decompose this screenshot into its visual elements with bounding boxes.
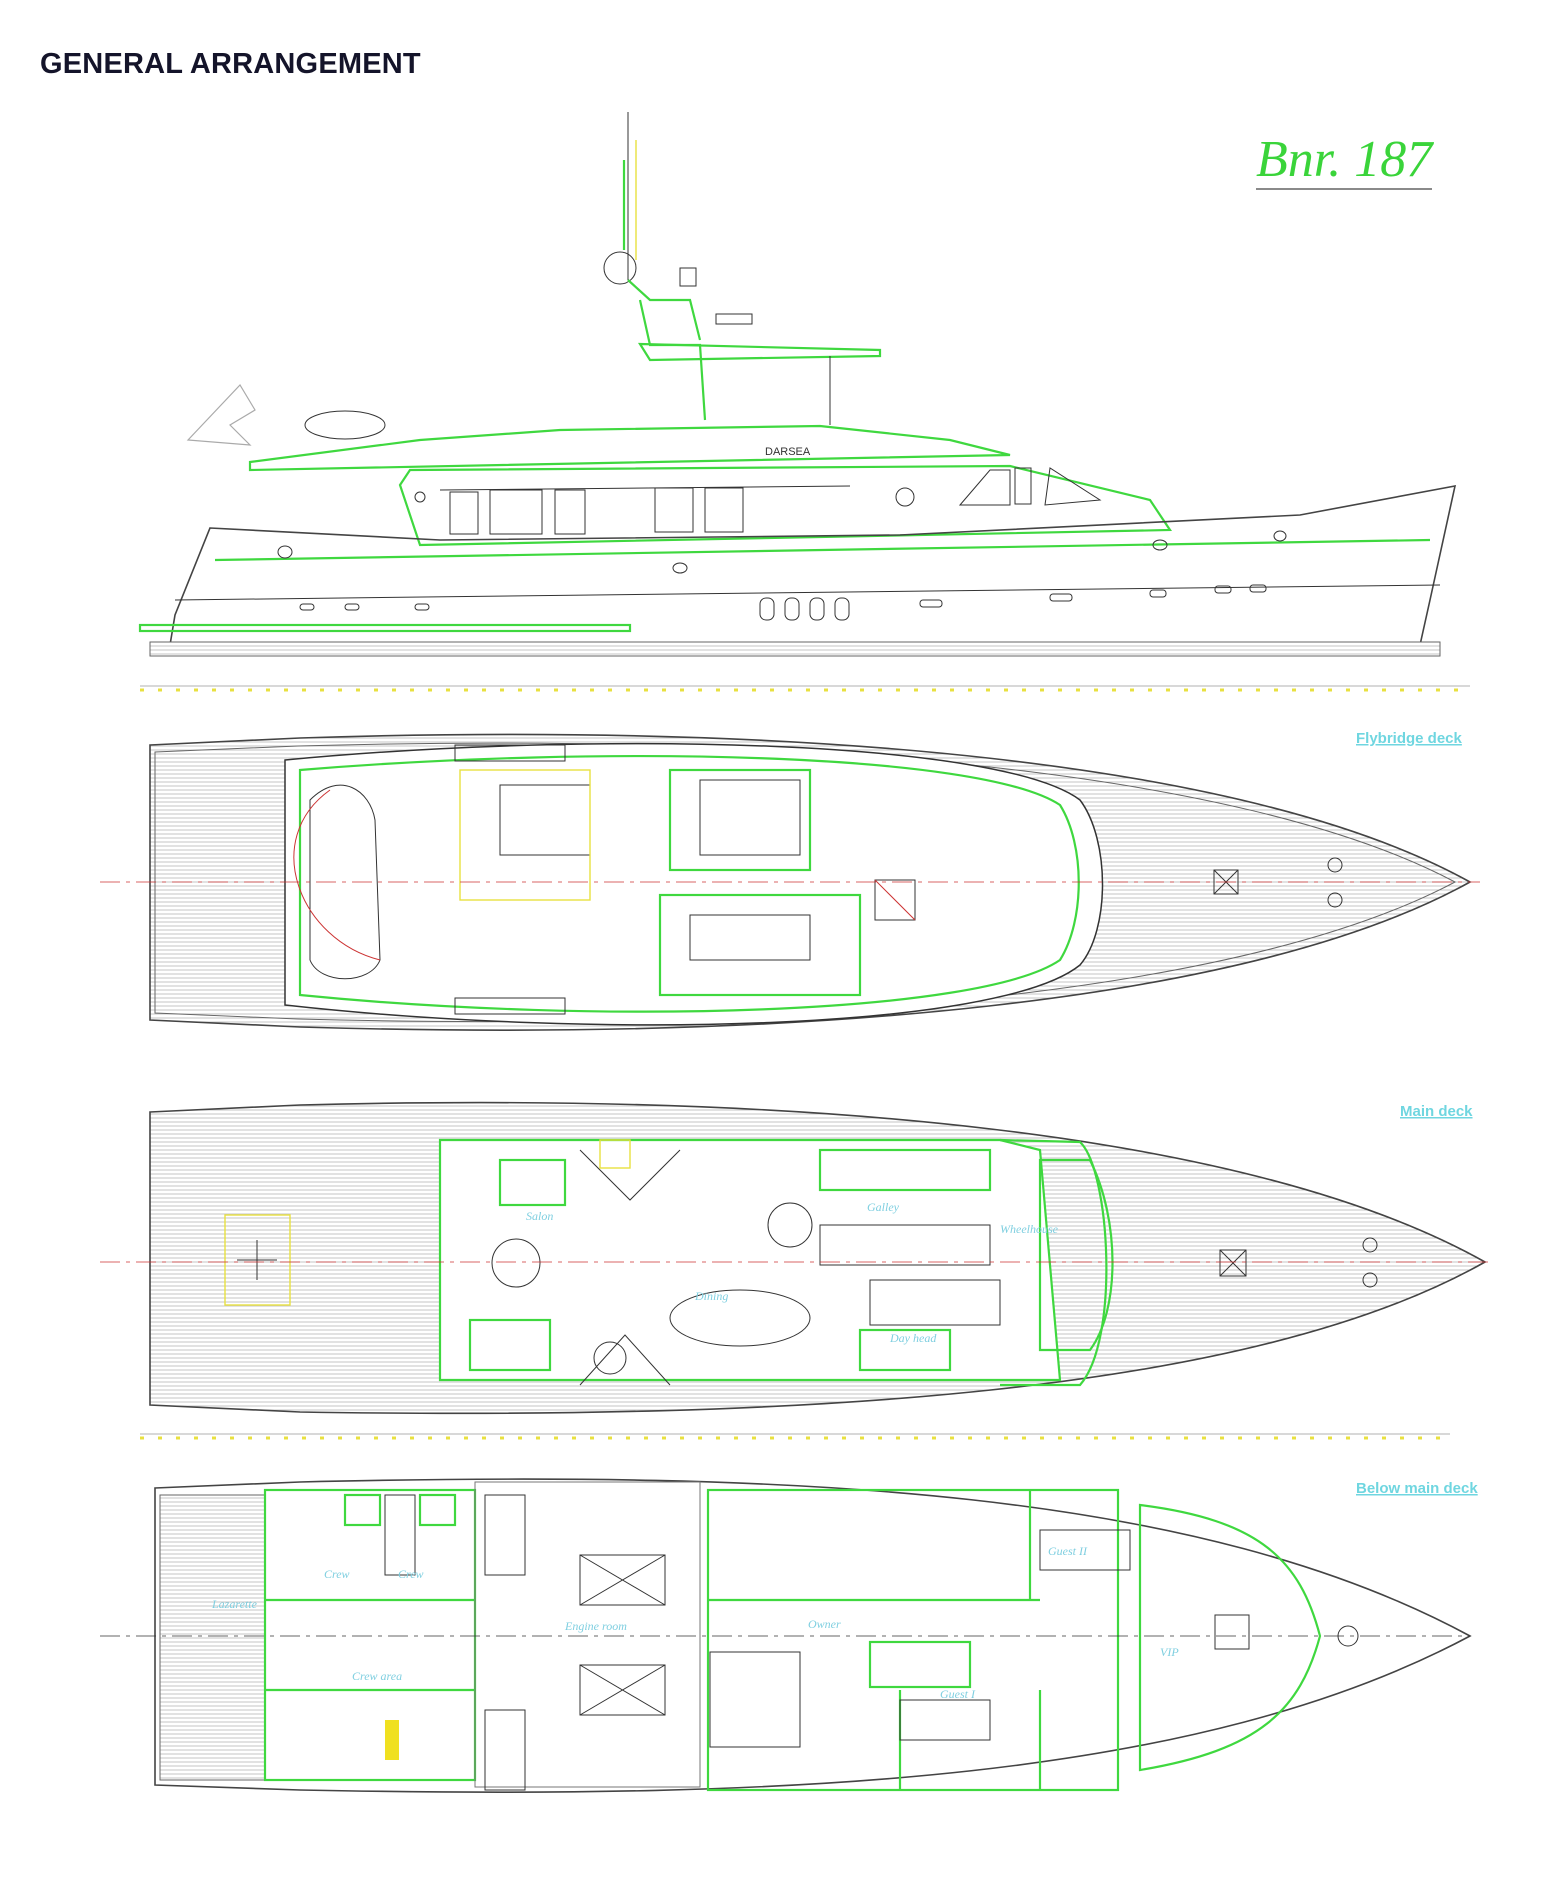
frame-ruler — [140, 1433, 1450, 1440]
side-profile-view: DARSEA — [138, 112, 1457, 657]
below-main-deck-plan: Lazarette Crew Crew Crew area Engine roo… — [100, 1478, 1478, 1793]
hardtop — [637, 342, 882, 362]
deck-label-below-main: Below main deck — [1356, 1480, 1478, 1497]
hull-profile — [169, 484, 1457, 646]
mast — [603, 112, 753, 421]
room-label-lazarette: Lazarette — [211, 1597, 258, 1611]
room-label-wheelhouse: Wheelhouse — [1000, 1222, 1059, 1236]
flybridge-deck-plan: Flybridge deck — [100, 730, 1480, 1031]
aft-table — [224, 1214, 291, 1306]
frame-ruler — [140, 685, 1470, 692]
flag — [186, 384, 256, 446]
room-label-owner: Owner — [808, 1617, 841, 1631]
room-label-guest-2: Guest II — [1048, 1544, 1088, 1558]
deck-label-flybridge: Flybridge deck — [1356, 730, 1463, 747]
room-label-dining: Dining — [694, 1289, 728, 1303]
room-label-crew-1: Crew — [324, 1567, 350, 1581]
room-label-crew-area: Crew area — [352, 1669, 402, 1683]
room-label-crew-2: Crew — [398, 1567, 424, 1581]
room-label-guest-1: Guest I — [940, 1687, 976, 1701]
room-label-galley: Galley — [867, 1200, 900, 1214]
page-title: GENERAL ARRANGEMENT — [40, 48, 421, 80]
room-label-engine-room: Engine room — [564, 1619, 627, 1633]
room-label-day-head: Day head — [889, 1331, 937, 1345]
build-number: Bnr. 187 — [1256, 131, 1433, 190]
main-deck-plan: Salon Dining Galley Wheelhouse Day head … — [100, 1101, 1490, 1415]
tender — [304, 410, 386, 440]
room-label-vip: VIP — [1160, 1645, 1179, 1659]
windows — [414, 467, 1102, 535]
hull-name: DARSEA — [765, 446, 811, 458]
deck-label-main: Main deck — [1400, 1103, 1473, 1120]
room-label-salon: Salon — [526, 1209, 553, 1223]
portholes — [277, 530, 1287, 621]
